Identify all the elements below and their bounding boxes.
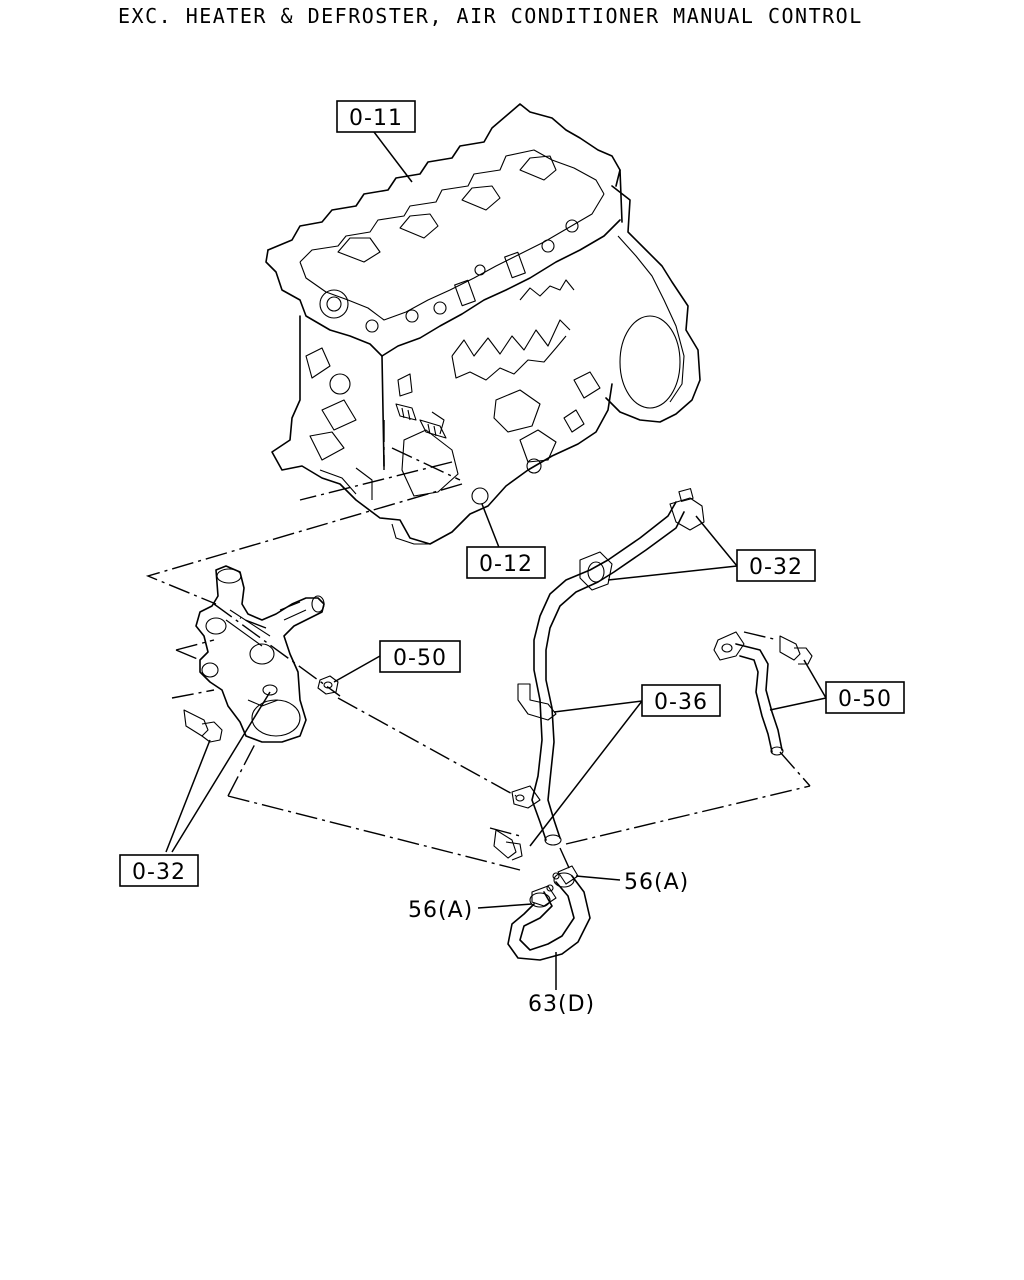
left-bolt xyxy=(183,709,223,743)
callout-hose: 63(D) xyxy=(528,992,595,1017)
leader-lines xyxy=(165,131,827,990)
water-outlet-housing xyxy=(195,565,325,743)
callout-left-bolts-label: 0-32 xyxy=(132,860,186,885)
callout-pipe-right-label: 0-50 xyxy=(838,687,892,712)
callout-clamp-left: 56(A) xyxy=(408,898,473,923)
water-pipe xyxy=(493,488,705,861)
engine-block xyxy=(265,103,701,545)
callout-pipe-clips-label: 0-32 xyxy=(749,555,803,580)
water-hose xyxy=(507,872,591,961)
callout-block-label: 0-11 xyxy=(349,106,403,131)
bypass-pipe xyxy=(713,631,813,756)
callout-pipe-right: 0-50 xyxy=(825,681,905,714)
callout-block: 0-11 xyxy=(336,100,416,133)
callout-outlet-nut-label: 0-50 xyxy=(393,646,447,671)
callout-block-plug: 0-12 xyxy=(466,546,546,579)
outlet-nut xyxy=(317,675,339,695)
diagram-title: EXC. HEATER & DEFROSTER, AIR CONDITIONER… xyxy=(118,4,863,28)
callout-clamp-right: 56(A) xyxy=(624,870,689,895)
callout-outlet-nut: 0-50 xyxy=(379,640,461,673)
callout-block-plug-label: 0-12 xyxy=(479,552,533,577)
callout-pipe-bracket-label: 0-36 xyxy=(654,690,708,715)
assembly-lines xyxy=(145,420,811,871)
callout-pipe-clips: 0-32 xyxy=(736,549,816,582)
callout-pipe-bracket: 0-36 xyxy=(641,684,721,717)
hose-clamp-left xyxy=(531,884,557,907)
callout-left-bolts: 0-32 xyxy=(119,854,199,887)
